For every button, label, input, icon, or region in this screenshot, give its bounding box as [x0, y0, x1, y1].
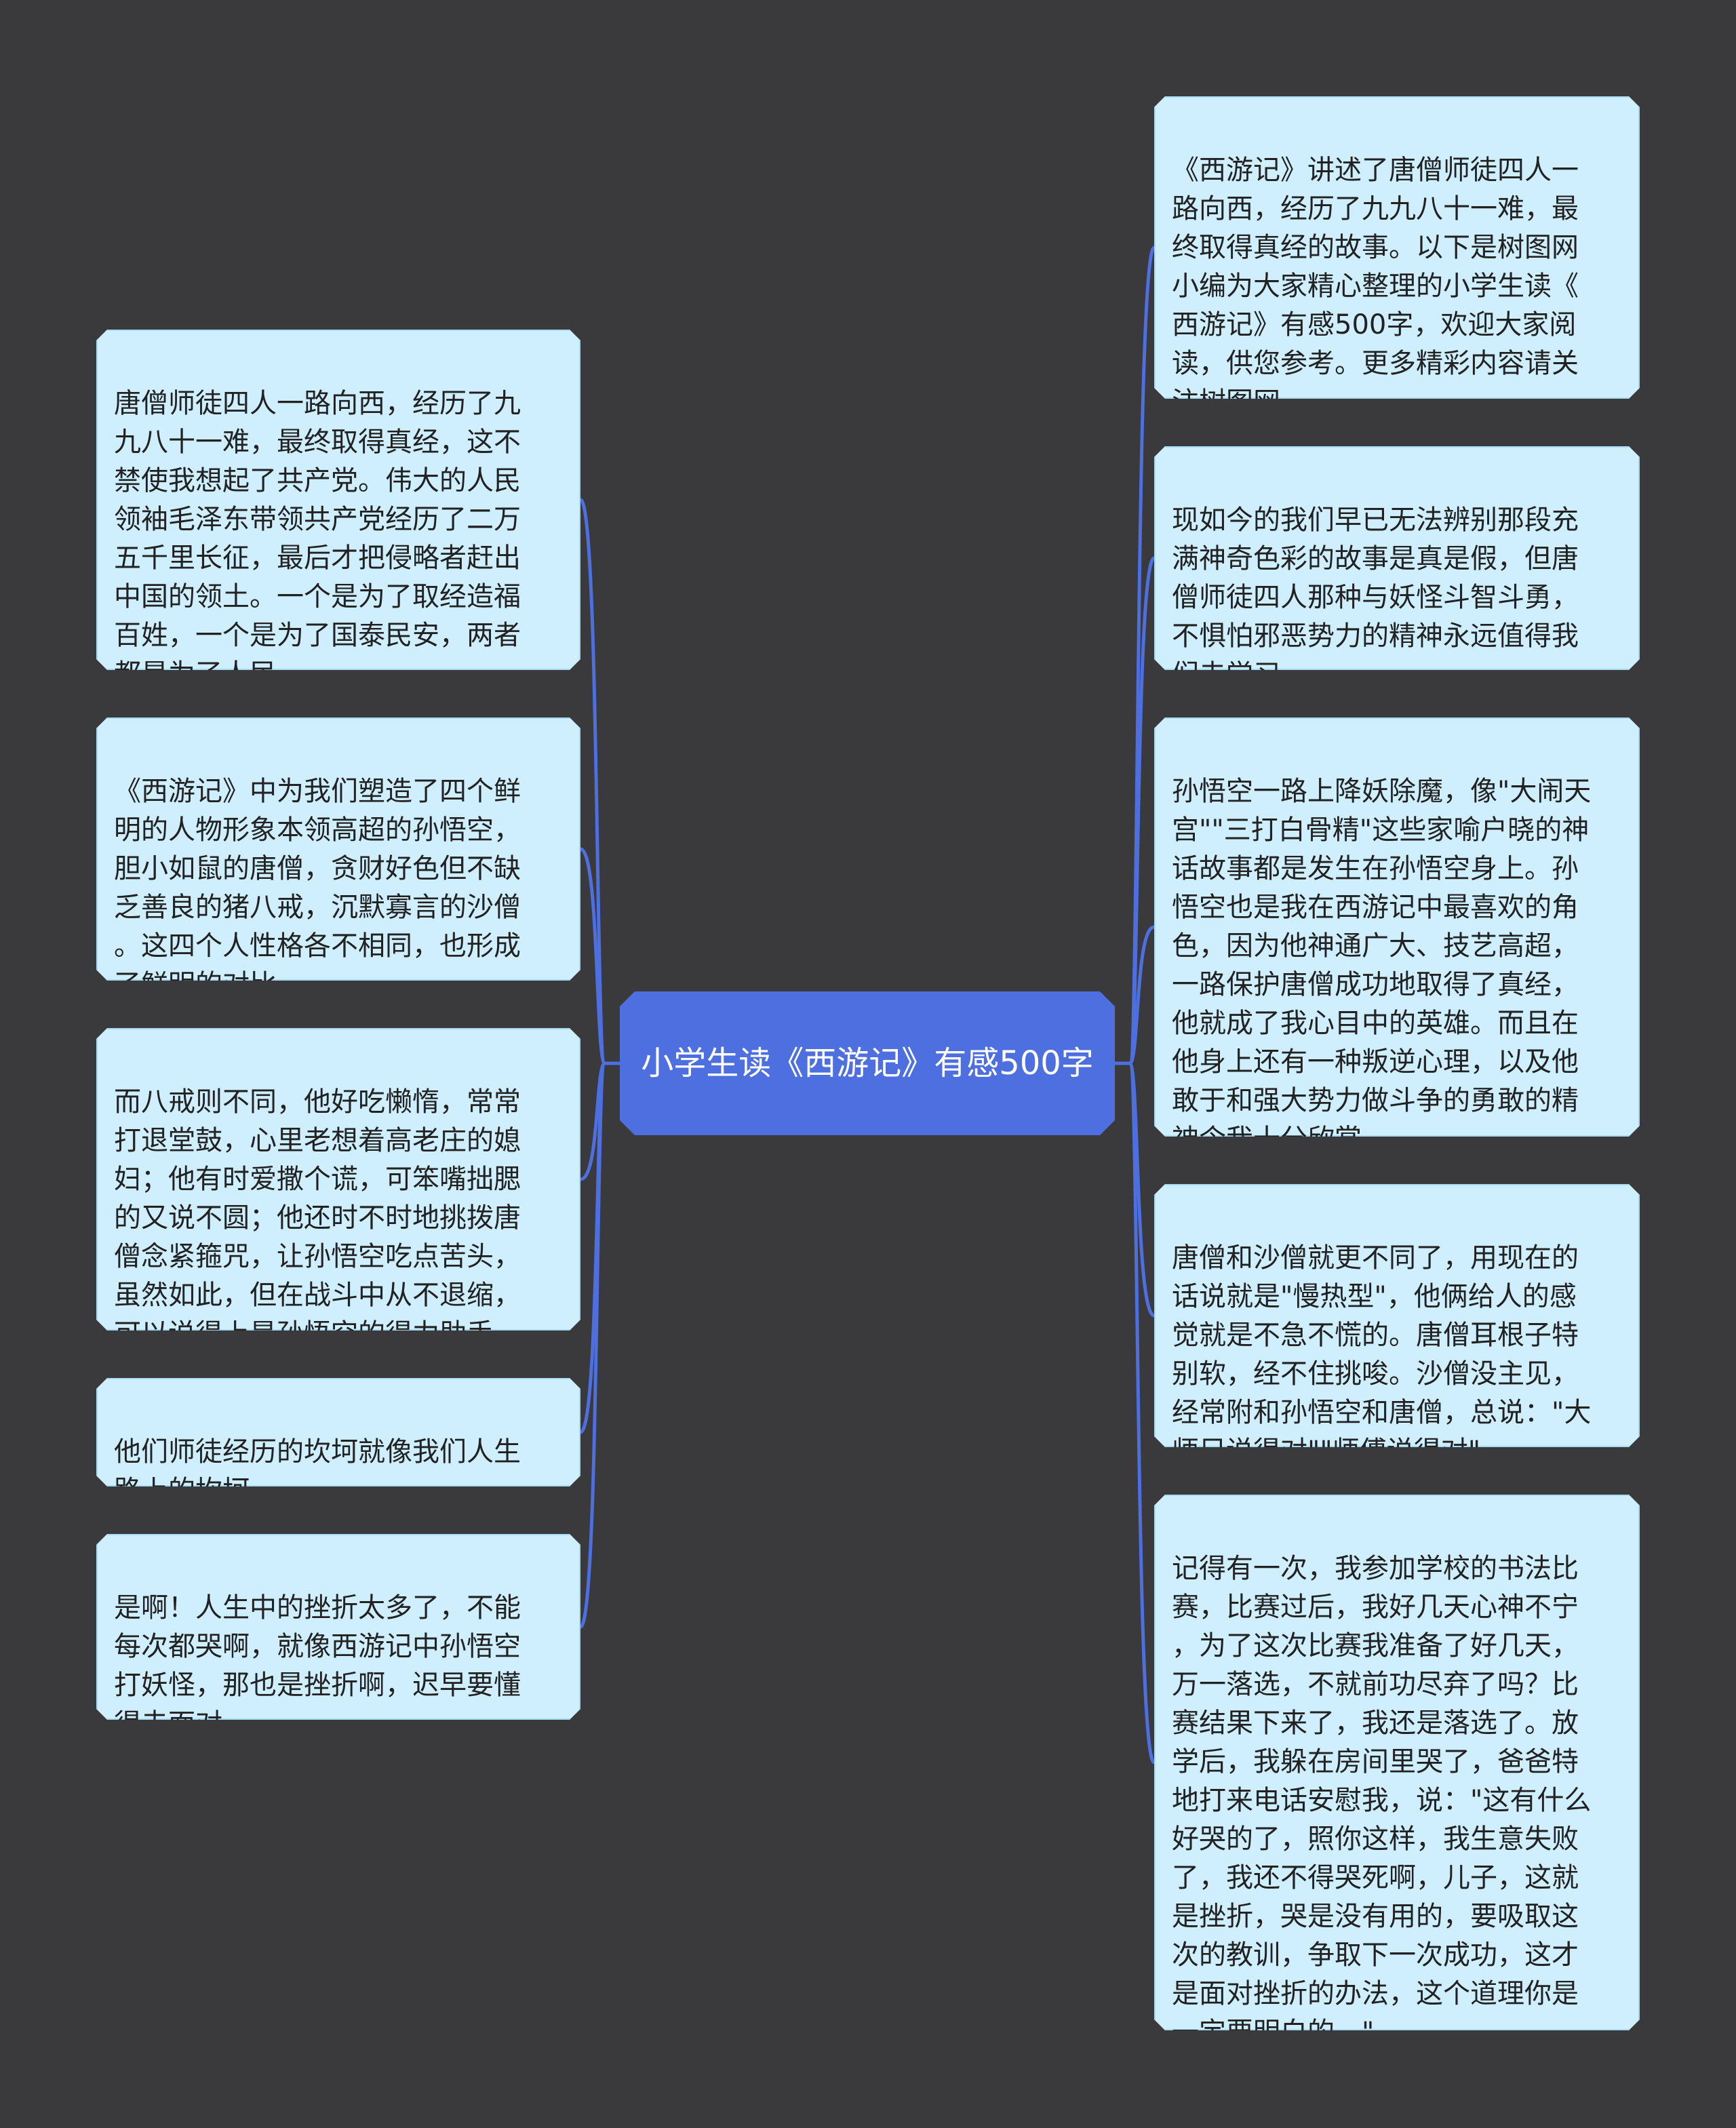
right-topic-4-text: 唐僧和沙僧就更不同了，用现在的 话说就是"慢热型"，他俩给人的感 觉就是不急不慌… — [1172, 1242, 1592, 1467]
right-topic-5-text: 记得有一次，我参加学校的书法比 赛，比赛过后，我好几天心神不宁 ，为了这次比赛我… — [1172, 1553, 1592, 2048]
connector-left-1 — [578, 498, 607, 1065]
left-topic-3-text: 而八戒则不同，他好吃懒惰，常常 打退堂鼓，心里老想着高老庄的媳 妇；他有时爱撒个… — [114, 1086, 521, 1349]
right-topic-1[interactable]: 《西游记》讲述了唐僧师徒四人一 路向西，经历了九九八十一难，最 终取得真经的故事… — [1154, 96, 1640, 399]
central-topic[interactable]: 小学生读《西游记》有感500字 — [620, 991, 1115, 1135]
right-topic-4[interactable]: 唐僧和沙僧就更不同了，用现在的 话说就是"慢热型"，他俩给人的感 觉就是不急不慌… — [1154, 1184, 1640, 1447]
left-topic-5[interactable]: 是啊！人生中的挫折太多了，不能 每次都哭啊，就像西游记中孙悟空 打妖怪，那也是挫… — [96, 1534, 580, 1720]
left-topic-1[interactable]: 唐僧师徒四人一路向西，经历了九 九八十一难，最终取得真经，这不 禁使我想起了共产… — [96, 330, 580, 670]
left-topic-4[interactable]: 他们师徒经历的坎坷就像我们人生 路上的坎坷。 — [96, 1378, 580, 1486]
left-topic-1-text: 唐僧师徒四人一路向西，经历了九 九八十一难，最终取得真经，这不 禁使我想起了共产… — [114, 388, 521, 690]
left-topic-5-text: 是啊！人生中的挫折太多了，不能 每次都哭啊，就像西游记中孙悟空 打妖怪，那也是挫… — [114, 1592, 521, 1739]
right-topic-3-text: 孙悟空一路上降妖除魔，像"大闹天 宫""三打白骨精"这些家喻户晓的神 话故事都是… — [1172, 776, 1592, 1155]
connector-right-2 — [1128, 556, 1156, 1065]
left-topic-2-text: 《西游记》中为我们塑造了四个鲜 明的人物形象本领高超的孙悟空， 胆小如鼠的唐僧，… — [114, 776, 521, 1000]
left-topic-3[interactable]: 而八戒则不同，他好吃懒惰，常常 打退堂鼓，心里老想着高老庄的媳 妇；他有时爱撒个… — [96, 1028, 580, 1331]
right-topic-2[interactable]: 现如今的我们早已无法辨别那段充 满神奇色彩的故事是真是假，但唐 僧师徒四人那种与… — [1154, 446, 1640, 670]
connector-right-5 — [1128, 1061, 1156, 1765]
connector-right-3 — [1128, 925, 1156, 1065]
right-topic-5[interactable]: 记得有一次，我参加学校的书法比 赛，比赛过后，我好几天心神不宁 ，为了这次比赛我… — [1154, 1495, 1640, 2030]
right-topic-1-text: 《西游记》讲述了唐僧师徒四人一 路向西，经历了九九八十一难，最 终取得真经的故事… — [1172, 155, 1579, 418]
connector-left-5 — [578, 1061, 607, 1629]
left-topic-2[interactable]: 《西游记》中为我们塑造了四个鲜 明的人物形象本领高超的孙悟空， 胆小如鼠的唐僧，… — [96, 717, 580, 981]
right-topic-3[interactable]: 孙悟空一路上降妖除魔，像"大闹天 宫""三打白骨精"这些家喻户晓的神 话故事都是… — [1154, 717, 1640, 1137]
central-topic-title: 小学生读《西游记》有感500字 — [641, 1044, 1094, 1082]
right-topic-2-text: 现如今的我们早已无法辨别那段充 满神奇色彩的故事是真是假，但唐 僧师徒四人那种与… — [1172, 505, 1579, 690]
connector-left-2 — [578, 847, 607, 1065]
